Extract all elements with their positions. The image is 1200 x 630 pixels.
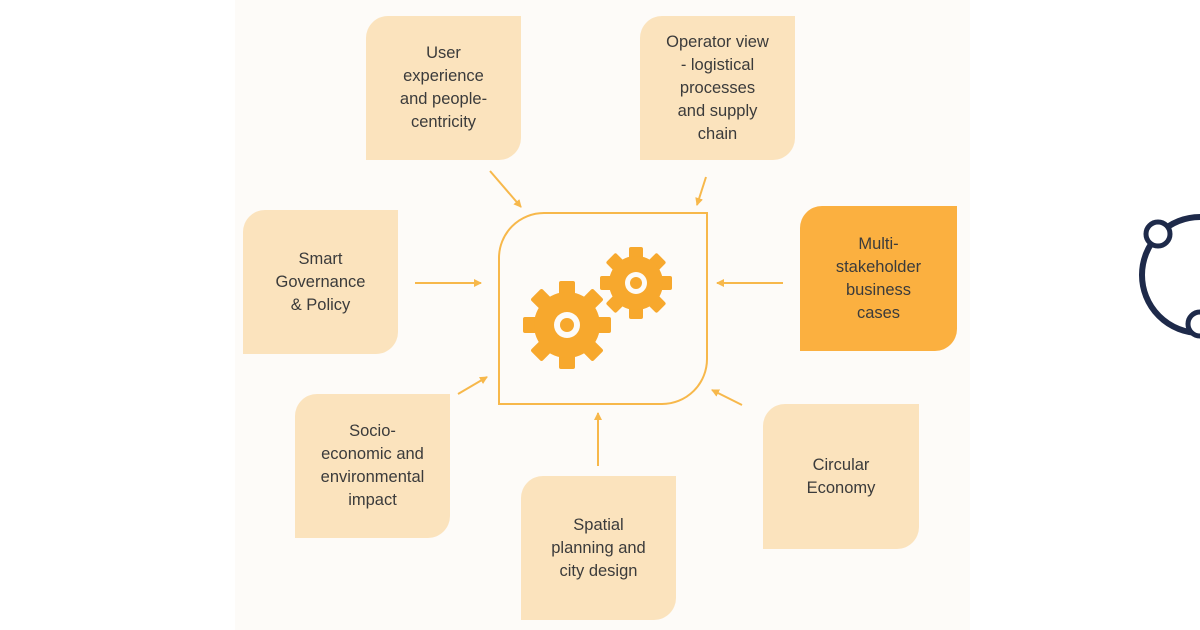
arrow-operator-view bbox=[695, 176, 707, 206]
box-operator-view-label: Operator view - logistical processes and… bbox=[666, 32, 769, 143]
box-circular-economy-label: Circular Economy bbox=[806, 455, 876, 497]
network-nodes-logo bbox=[1139, 214, 1200, 339]
box-multi-stakeholder: Multi- stakeholder business cases bbox=[800, 206, 957, 351]
box-smart-governance: Smart Governance & Policy bbox=[243, 210, 398, 354]
box-operator-view: Operator view - logistical processes and… bbox=[640, 16, 795, 160]
box-spatial-planning: Spatial planning and city design bbox=[521, 476, 676, 620]
center-frame bbox=[498, 212, 708, 405]
box-socio-economic: Socio- economic and environmental impact bbox=[295, 394, 450, 538]
gears-icon bbox=[523, 247, 672, 369]
box-circular-economy: Circular Economy bbox=[763, 404, 919, 549]
arrow-socio-economic bbox=[457, 376, 488, 395]
box-multi-stakeholder-label: Multi- stakeholder business cases bbox=[835, 234, 922, 322]
box-user-experience-label: User experience and people- centricity bbox=[399, 44, 488, 131]
box-user-experience: User experience and people- centricity bbox=[366, 16, 521, 160]
arrow-user-experience bbox=[489, 170, 522, 208]
box-smart-governance-label: Smart Governance & Policy bbox=[275, 249, 366, 314]
box-spatial-planning-label: Spatial planning and city design bbox=[551, 515, 646, 580]
box-socio-economic-label: Socio- economic and environmental impact bbox=[320, 422, 425, 509]
arrow-circular-economy bbox=[711, 389, 743, 406]
